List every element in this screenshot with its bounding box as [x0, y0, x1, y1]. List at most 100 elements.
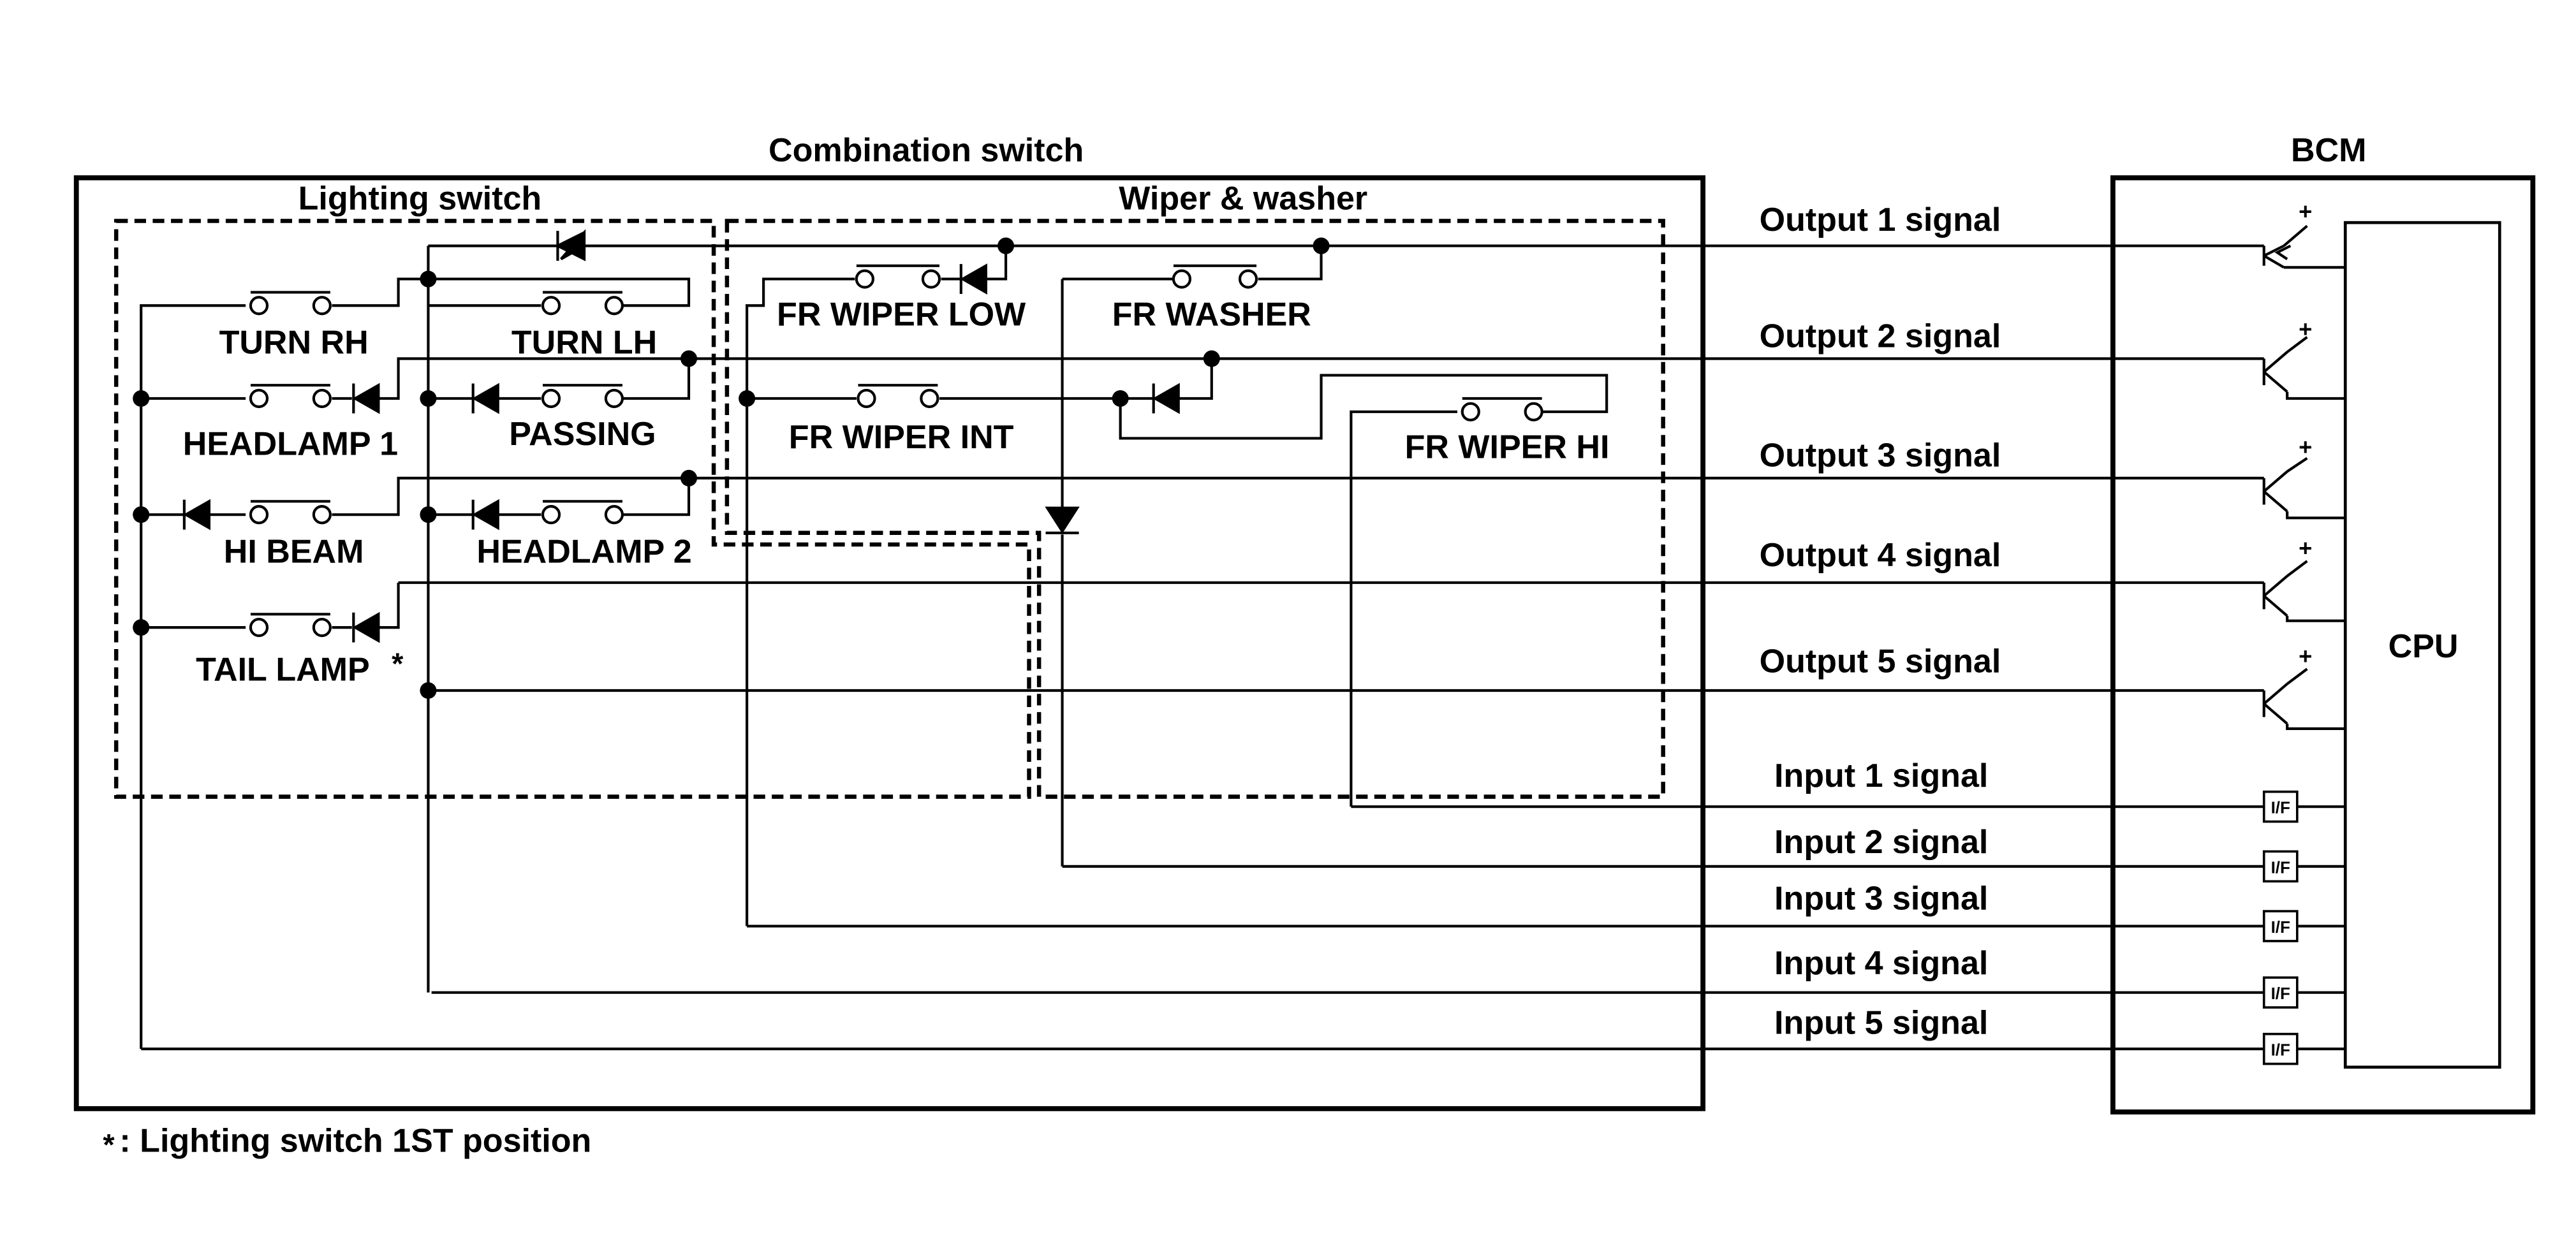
diode-top: [554, 229, 586, 261]
wiper-washer-title: Wiper & washer: [1119, 180, 1367, 217]
junction-dot: [997, 237, 1015, 254]
label-output-4: Output 4 signal: [1760, 537, 2001, 574]
switch-tail-lamp: [249, 613, 332, 638]
switch-passing: [541, 384, 624, 409]
interface-input-2: I/F: [2262, 850, 2346, 883]
junction-dot: [133, 619, 150, 636]
label-tail-lamp-mark: *: [392, 647, 404, 680]
switch-headlamp2: [541, 500, 624, 525]
interface-label: I/F: [2271, 984, 2290, 1003]
supply-marks: + + + + +: [2299, 198, 2312, 669]
junction-dot: [681, 469, 698, 486]
combination-switch: Combination switch: [73, 132, 1706, 1111]
junction-dot: [420, 682, 437, 699]
diode-passing: [471, 383, 499, 414]
label-hi-beam: HI BEAM: [224, 534, 364, 571]
bcm-title: BCM: [2291, 132, 2367, 169]
switch-headlamp1: [249, 384, 332, 409]
diode-fr-washer: [1045, 506, 1080, 534]
junction-dot: [681, 350, 698, 367]
label-input-3: Input 3 signal: [1774, 881, 1988, 917]
wiper-int-wire: [747, 358, 1608, 807]
switch-contacts: [249, 264, 1543, 638]
supply-plus: +: [2299, 434, 2312, 460]
interface-label: I/F: [2271, 858, 2290, 877]
cpu-box: [2343, 221, 2501, 1069]
wiper-washer-dashed-box: [725, 219, 1665, 799]
junction-dot: [420, 506, 437, 523]
label-output-2: Output 2 signal: [1760, 318, 2001, 354]
supply-plus: +: [2299, 198, 2312, 224]
interface-label: I/F: [2271, 798, 2290, 817]
cpu-label: CPU: [2388, 628, 2459, 665]
label-output-5: Output 5 signal: [1760, 643, 2001, 680]
combination-switch-title: Combination switch: [769, 132, 1084, 169]
label-tail-lamp: TAIL LAMP: [196, 651, 370, 688]
wiper-washer-wire: [1061, 245, 1323, 866]
footnote: * : Lighting switch 1ST position: [103, 1122, 591, 1161]
footnote-text: : Lighting switch 1ST position: [119, 1122, 591, 1159]
junction-dot: [420, 270, 437, 288]
transistor-output-1: [2262, 224, 2346, 269]
signal-labels: Output 1 signal Output 2 signal Output 3…: [1760, 201, 2001, 1042]
interface-input-4: I/F: [2262, 976, 2346, 1009]
lighting-switch-dashed-box: [114, 219, 1031, 799]
switch-hi-beam: [249, 500, 332, 525]
bcm: BCM CPU: [2110, 132, 2536, 1114]
supply-plus: +: [2299, 316, 2312, 342]
interfaces: I/F I/F I/F I/F I/F: [2262, 790, 2346, 1065]
switch-turn-lh: [541, 291, 624, 316]
interface-input-5: I/F: [2262, 1032, 2346, 1065]
switch-labels: TURN RH TURN LH HEADLAMP 1 PASSING HI BE…: [183, 296, 1610, 688]
label-output-3: Output 3 signal: [1760, 437, 2001, 474]
label-fr-washer: FR WASHER: [1112, 296, 1311, 333]
label-input-5: Input 5 signal: [1774, 1005, 1988, 1042]
junction-dot: [1112, 390, 1129, 407]
lighting-switch-group: Lighting switch: [114, 180, 1031, 799]
combination-switch-box: [73, 175, 1706, 1111]
footnote-mark: *: [103, 1129, 115, 1162]
label-headlamp1: HEADLAMP 1: [183, 425, 398, 462]
tail-lamp-wire: [141, 582, 400, 629]
label-passing: PASSING: [509, 416, 656, 453]
switch-fr-wiper-low: [855, 264, 941, 289]
diodes: [182, 229, 1180, 643]
junction-dots: [133, 237, 1330, 699]
junction-dot: [420, 390, 437, 407]
diode-headlamp1: [352, 383, 380, 414]
transistor-output-2: [2262, 336, 2346, 400]
label-input-2: Input 2 signal: [1774, 824, 1988, 861]
interface-input-1: I/F: [2262, 790, 2346, 823]
diode-fr-wiper-low: [959, 263, 987, 295]
transistor-output-3: [2262, 457, 2346, 520]
junction-dot: [1203, 350, 1220, 367]
interface-input-3: I/F: [2262, 910, 2346, 942]
junction-dot: [739, 390, 756, 407]
label-headlamp2: HEADLAMP 2: [476, 534, 691, 571]
interface-label: I/F: [2271, 1041, 2290, 1060]
junction-dot: [133, 506, 150, 523]
switch-fr-washer: [1172, 264, 1258, 289]
switch-turn-rh: [249, 291, 332, 316]
label-output-1: Output 1 signal: [1760, 201, 2001, 238]
turn-lh-wire: [428, 277, 691, 307]
label-input-4: Input 4 signal: [1774, 945, 1988, 982]
junction-dot: [1313, 237, 1330, 254]
transistors: [2262, 224, 2346, 730]
switch-fr-wiper-int: [857, 384, 939, 409]
turn-rh-wire: [140, 277, 429, 1049]
junction-dot: [133, 390, 150, 407]
supply-plus: +: [2299, 643, 2312, 669]
label-fr-wiper-low: FR WIPER LOW: [777, 296, 1026, 333]
label-fr-wiper-int: FR WIPER INT: [789, 419, 1014, 456]
diode-hi-beam: [182, 499, 210, 530]
interface-label: I/F: [2271, 917, 2290, 937]
lighting-switch-title: Lighting switch: [298, 180, 542, 217]
label-turn-rh: TURN RH: [219, 325, 369, 362]
bcm-box: [2110, 175, 2536, 1114]
wiring: [140, 244, 2264, 1051]
diode-headlamp2: [471, 499, 499, 530]
label-input-1: Input 1 signal: [1774, 757, 1988, 794]
diode-fr-wiper-int: [1152, 383, 1180, 414]
